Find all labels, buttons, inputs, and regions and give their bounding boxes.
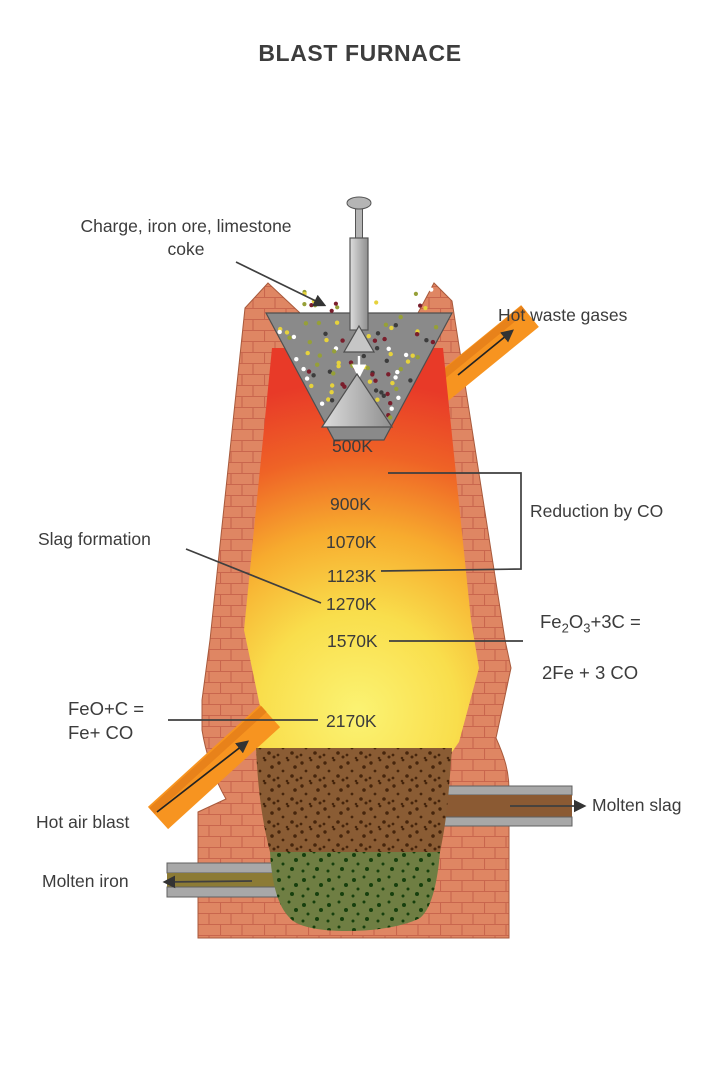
temp-900k: 900K [330, 494, 371, 514]
charge-label-line2: coke [167, 239, 205, 259]
bell-valve-small [342, 324, 376, 353]
temp-500k: 500K [332, 436, 373, 456]
slag-formation-leader [185, 548, 322, 604]
bell-cone-large [320, 372, 394, 428]
charge-label-line1: Charge, iron ore, limestone [80, 216, 292, 236]
iron-arrow [162, 875, 253, 889]
molten-slag-pool [256, 748, 452, 852]
eq-sub2: 2 [561, 620, 569, 636]
slag-tap-pipe [431, 785, 573, 827]
eq-sub3: 3 [583, 620, 591, 636]
feed-tube [346, 196, 372, 331]
reduction-by-co-label: Reduction by CO [530, 501, 664, 521]
temp-1070k: 1070K [326, 532, 377, 552]
page-title: BLAST FURNACE [258, 40, 462, 66]
charge-label: Charge, iron ore, limestone coke [36, 215, 336, 261]
molten-slag-label: Molten slag [592, 795, 682, 815]
temp-1570k: 1570K [327, 631, 378, 651]
eq-tail: +3C = [590, 611, 641, 632]
feo-equation-line2: Fe+ CO [68, 722, 134, 743]
waste-gas-arrow [457, 329, 514, 376]
air-blast-arrow [156, 740, 250, 813]
hot-air-blast-label: Hot air blast [36, 812, 130, 832]
feo-equation-line1: FeO+C = [68, 698, 145, 719]
temp-1123k: 1123K [327, 566, 377, 586]
feo-equation: FeO+C = Fe+ CO [68, 697, 144, 745]
hot-waste-gases-label: Hot waste gases [498, 305, 628, 325]
eq-fe: Fe [540, 611, 562, 632]
charge-leader-line [235, 261, 327, 307]
reduction-equation-line1: Fe2O3+3C = [540, 610, 641, 640]
molten-iron-pool [270, 852, 440, 932]
reduction-bracket [380, 472, 522, 572]
temp-1270k: 1270K [326, 594, 377, 614]
charge-material-dots [277, 314, 439, 420]
reduction-equation-line2: 2Fe + 3 CO [542, 662, 639, 683]
slag-formation-label: Slag formation [38, 529, 151, 549]
molten-iron-label: Molten iron [42, 871, 129, 891]
eq-o: O [568, 611, 584, 632]
temp-2170k: 2170K [326, 711, 377, 731]
furnace-interior [244, 348, 479, 752]
